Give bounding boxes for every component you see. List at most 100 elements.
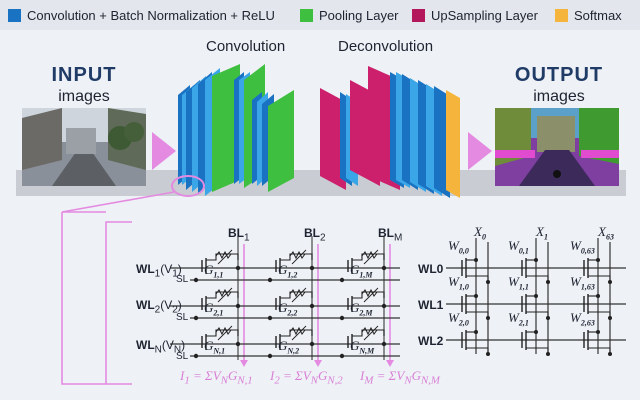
column-label-x63: X63 (598, 224, 614, 242)
current-arrow-icon-2 (386, 360, 394, 367)
output-segmentation-image (495, 108, 619, 186)
memristor-icon-2-2 (361, 326, 378, 336)
wordline-label-2: WL2(V2) (136, 298, 182, 316)
encoder-blocks (178, 64, 294, 196)
weight-label: W0,63 (570, 238, 595, 256)
memristor-icon-0-1 (289, 250, 306, 260)
sl-label-2: SL (176, 312, 189, 323)
weight-label: W1,1 (508, 274, 529, 292)
memristor-icon-0-2 (361, 250, 378, 260)
legend-item-pooling: Pooling Layer (300, 6, 399, 24)
memristor-icon-1-0 (215, 288, 232, 298)
legend-item-softmax: Softmax (555, 6, 622, 24)
weight-label: W1,63 (570, 274, 595, 292)
wordline-label-wl2: WL2 (418, 334, 444, 348)
right-sense-dot-1-1 (546, 316, 550, 320)
output-arrow-icon (468, 132, 492, 170)
legend-bar: Convolution + Batch Normalization + ReLU… (0, 0, 640, 30)
node-dot-2-2 (381, 341, 387, 347)
right-source-0-0 (466, 275, 489, 282)
memristor-arrow-2-1 (291, 325, 307, 341)
weight-label: W2,0 (448, 310, 469, 328)
right-node-dot-2-1 (534, 330, 538, 334)
bitline-label-1: BL1 (228, 226, 250, 244)
node-dot-2-1 (309, 341, 315, 347)
input-arrow-icon (152, 132, 176, 170)
column-label-x0: X0 (474, 224, 486, 242)
memristor-icon-1-1 (289, 288, 306, 298)
node-dot-1-0 (235, 303, 241, 309)
node-dot-2-0 (235, 341, 241, 347)
conductance-label: G2,1 (204, 300, 224, 318)
memristor-arrow-1-1 (291, 287, 307, 303)
right-source-2-2 (588, 347, 611, 354)
memristor-icon-2-1 (289, 326, 306, 336)
sl-label-n: SL (176, 351, 189, 362)
right-sense-dot-1-2 (608, 316, 612, 320)
memristor-arrow-2-0 (217, 325, 233, 341)
weight-label: W2,63 (570, 310, 595, 328)
legend-swatch-pooling (300, 8, 313, 22)
sl-dot-0-0 (193, 277, 199, 283)
right-node-dot-0-2 (596, 258, 600, 262)
current-equation-m: IM = ΣVNGN,M (360, 368, 440, 387)
input-title: INPUT (51, 64, 117, 86)
wordline-label-wl1: WL1 (418, 298, 444, 312)
conductance-label: G1,1 (204, 262, 224, 280)
sl-dot-2-1 (267, 353, 273, 359)
sl-dot-0-2 (339, 277, 345, 283)
memristor-icon-2-0 (215, 326, 232, 336)
wordline-label-n: WLN(VN) (136, 338, 186, 356)
cell-wire-2-1 (280, 329, 313, 337)
input-street-image (22, 108, 146, 186)
sl-dot-1-2 (339, 315, 345, 321)
right-sense-dot-2-1 (546, 352, 550, 356)
right-node-dot-1-1 (534, 294, 538, 298)
output-title: OUTPUT (514, 64, 604, 86)
sl-dot-0-1 (267, 277, 273, 283)
bitline-label-2: BL2 (304, 226, 326, 244)
legend-swatch-upsampling (412, 8, 425, 22)
node-dot-1-1 (309, 303, 315, 309)
output-subtitle: images (533, 88, 585, 105)
conductance-label: GN,1 (204, 338, 226, 356)
right-source-2-1 (526, 347, 549, 354)
node-dot-0-1 (309, 265, 315, 271)
memristor-arrow-0-0 (217, 249, 233, 265)
memristor-arrow-0-1 (291, 249, 307, 265)
sl-label-1: SL (176, 274, 189, 285)
right-source-1-1 (526, 311, 549, 318)
right-node-dot-2-2 (596, 330, 600, 334)
convolution-label: Convolution (206, 38, 286, 55)
zoom-bracket (61, 212, 132, 385)
conductance-label: G2,2 (278, 300, 298, 318)
weight-label: W2,1 (508, 310, 529, 328)
right-sense-dot-2-2 (608, 352, 612, 356)
legend-swatch-conv (8, 8, 21, 22)
cell-wire-0-1 (280, 253, 313, 261)
right-node-dot-2-0 (474, 330, 478, 334)
deconvolution-label: Deconvolution (338, 38, 434, 55)
zoom-ellipse (171, 175, 205, 197)
cell-wire-1-2 (352, 291, 385, 299)
right-node-dot-1-0 (474, 294, 478, 298)
memristor-arrow-2-2 (363, 325, 379, 341)
node-dot-0-0 (235, 265, 241, 271)
conductance-label: G2,M (350, 300, 373, 318)
legend-swatch-softmax (555, 8, 568, 22)
current-arrow-icon-0 (240, 360, 248, 367)
weight-label: W1,0 (448, 274, 469, 292)
legend-label-conv: Convolution + Batch Normalization + ReLU (27, 7, 275, 23)
memristor-arrow-1-2 (363, 287, 379, 303)
conductance-label: G1,2 (278, 262, 298, 280)
input-subtitle: images (58, 88, 110, 105)
memristor-icon-0-0 (215, 250, 232, 260)
memristor-arrow-1-0 (217, 287, 233, 303)
decoder-blocks (320, 66, 460, 198)
node-dot-0-2 (381, 265, 387, 271)
conductance-label: GN,2 (278, 338, 300, 356)
column-label-x1: X1 (536, 224, 548, 242)
right-node-dot-0-1 (534, 258, 538, 262)
cell-wire-2-0 (206, 329, 239, 337)
wordline-label-wl0: WL0 (418, 262, 444, 276)
